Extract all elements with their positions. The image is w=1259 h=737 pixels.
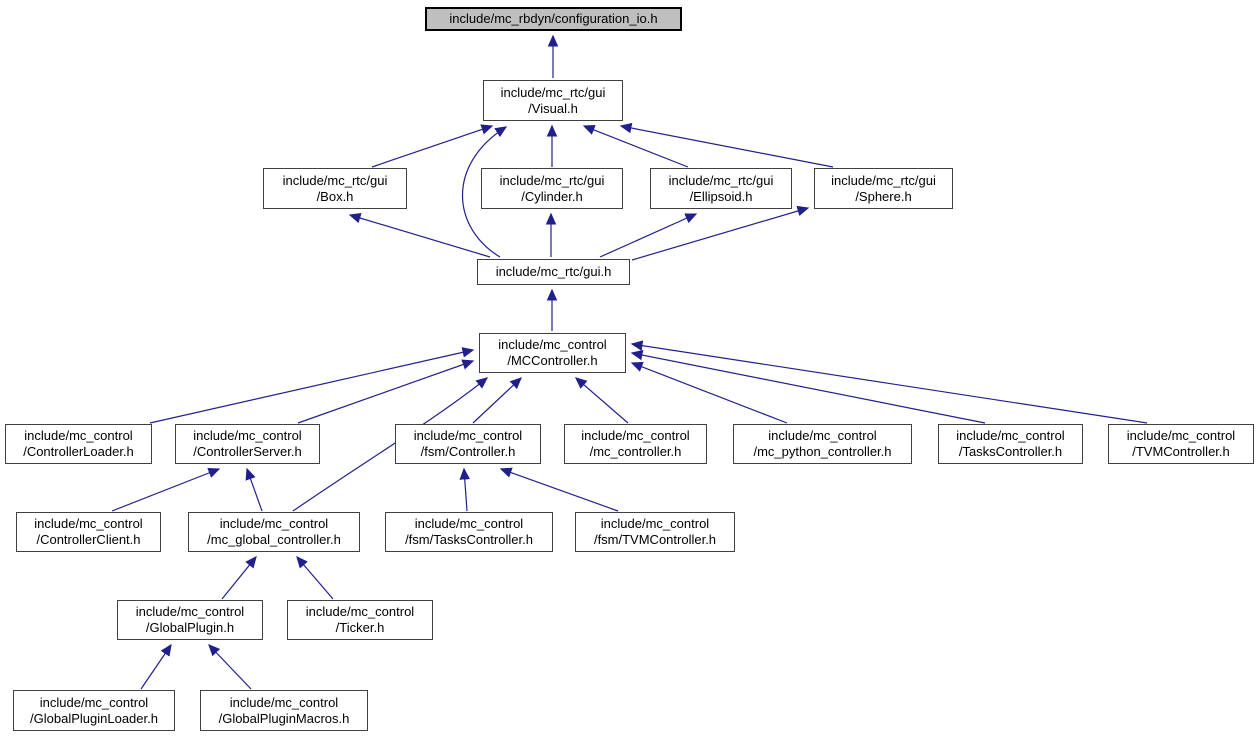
node-mccontroller[interactable]: include/mc_control /MCController.h bbox=[479, 333, 626, 373]
node-label-line1: include/mc_rtc/gui bbox=[282, 172, 388, 188]
edge-fsmtvmcontroller-fsmcontroller bbox=[499, 467, 619, 512]
node-tasks-controller[interactable]: include/mc_control /TasksController.h bbox=[938, 424, 1083, 464]
edge-ellipsoid-visual bbox=[582, 124, 689, 168]
node-label-line1: include/mc_control bbox=[39, 694, 149, 710]
node-label-line2: /GlobalPluginMacros.h bbox=[218, 710, 350, 726]
node-label-line1: include/mc_control bbox=[414, 516, 524, 531]
edge-fsmcontroller-mccontroller bbox=[472, 377, 522, 424]
node-label-line1: include/mc_rtc/gui bbox=[831, 172, 936, 188]
node-label-line2: /TasksController.h bbox=[958, 444, 1063, 459]
node-mc-python-controller[interactable]: include/mc_control /mc_python_controller… bbox=[733, 424, 912, 464]
node-controller-server[interactable]: include/mc_control /ControllerServer.h bbox=[175, 424, 320, 464]
node-label-line1: include/mc_control bbox=[498, 337, 607, 352]
node-label-line2: /GlobalPlugin.h bbox=[145, 620, 235, 635]
node-ellipsoid[interactable]: include/mc_rtc/gui /Ellipsoid.h bbox=[650, 168, 792, 209]
edge-globalplugin-mc_global_controller bbox=[221, 555, 257, 600]
node-gui[interactable]: include/mc_rtc/gui.h bbox=[477, 259, 630, 285]
edge-box-visual bbox=[371, 124, 494, 168]
node-label-line1: include/mc_control bbox=[135, 604, 245, 619]
node-label-line1: include/mc_rtc/gui bbox=[500, 84, 606, 100]
node-label-line2: /Box.h bbox=[316, 188, 354, 204]
node-mc-global-controller[interactable]: include/mc_control /mc_global_controller… bbox=[188, 512, 360, 552]
edge-sphere-visual bbox=[619, 122, 834, 168]
node-label-line1: include/mc_control bbox=[24, 428, 133, 443]
node-label-line1: include/mc_control bbox=[305, 604, 415, 619]
node-label-line2: /ControllerServer.h bbox=[193, 444, 302, 459]
edge-gui-ellipsoid bbox=[599, 213, 698, 258]
node-label-line1: include/mc_control bbox=[581, 428, 690, 443]
node-label-line1: include/mc_control bbox=[1126, 428, 1236, 443]
edge-tvmcontroller-mccontroller bbox=[630, 340, 1148, 424]
node-label-line1: include/mc_rtc/gui.h bbox=[495, 264, 612, 279]
node-label-line1: include/mc_control bbox=[413, 428, 523, 443]
node-label-line2: /fsm/TasksController.h bbox=[405, 532, 533, 547]
node-label-line2: /TVMController.h bbox=[1132, 444, 1230, 459]
node-global-plugin-macros[interactable]: include/mc_control /GlobalPluginMacros.h bbox=[200, 690, 368, 731]
node-label-line1: include/mc_control bbox=[34, 516, 143, 531]
node-label-line2: /Sphere.h bbox=[855, 188, 912, 204]
node-label-line2: /mc_python_controller.h bbox=[753, 444, 892, 459]
node-label-line1: include/mc_control bbox=[600, 516, 710, 531]
node-fsm-tasks-controller[interactable]: include/mc_control /fsm/TasksController.… bbox=[385, 512, 553, 552]
node-label-line2: /ControllerLoader.h bbox=[23, 444, 134, 459]
node-controller-loader[interactable]: include/mc_control /ControllerLoader.h bbox=[5, 424, 152, 464]
edge-gui-visual bbox=[461, 126, 508, 258]
node-configuration-io[interactable]: include/mc_rbdyn/configuration_io.h bbox=[425, 7, 682, 31]
node-label-line2: /mc_global_controller.h bbox=[207, 532, 341, 547]
node-label-line2: /GlobalPluginLoader.h bbox=[30, 710, 158, 726]
node-label-line2: /Ellipsoid.h bbox=[689, 188, 753, 204]
node-global-plugin[interactable]: include/mc_control /GlobalPlugin.h bbox=[117, 600, 263, 640]
node-label-line1: include/mc_rtc/gui bbox=[668, 172, 774, 188]
edge-controllerloader-mccontroller bbox=[149, 347, 475, 424]
node-fsm-controller[interactable]: include/mc_control /fsm/Controller.h bbox=[395, 424, 541, 464]
node-mc-controller[interactable]: include/mc_control /mc_controller.h bbox=[564, 424, 707, 464]
node-ticker[interactable]: include/mc_control /Ticker.h bbox=[287, 600, 433, 640]
edge-mc_python_controller-mccontroller bbox=[630, 361, 788, 424]
node-label-line2: /Cylinder.h bbox=[521, 188, 583, 204]
edge-taskscontroller-mccontroller bbox=[630, 349, 986, 424]
edge-controllerserver-mccontroller bbox=[297, 359, 475, 424]
node-cylinder[interactable]: include/mc_rtc/gui /Cylinder.h bbox=[481, 168, 623, 209]
node-label-line1: include/mc_control bbox=[219, 516, 329, 531]
node-label-line2: /Ticker.h bbox=[335, 620, 385, 635]
edge-gui-sphere bbox=[631, 205, 810, 261]
node-label-line2: /Visual.h bbox=[528, 100, 578, 116]
node-controller-client[interactable]: include/mc_control /ControllerClient.h bbox=[16, 512, 161, 552]
node-visual[interactable]: include/mc_rtc/gui /Visual.h bbox=[483, 80, 623, 121]
edge-controllerclient-controllerserver bbox=[111, 467, 221, 512]
edge-gui-box bbox=[348, 212, 491, 258]
node-label-line2: /ControllerClient.h bbox=[36, 532, 141, 547]
node-label-line1: include/mc_control bbox=[768, 428, 877, 443]
edge-ticker-mc_global_controller bbox=[296, 555, 334, 600]
edge-fsmtaskscontroller-fsmcontroller bbox=[459, 467, 471, 512]
node-label-line1: include/mc_control bbox=[193, 428, 302, 443]
node-sphere[interactable]: include/mc_rtc/gui /Sphere.h bbox=[814, 168, 953, 209]
edge-mc_global_controller-controllerserver bbox=[245, 467, 263, 512]
node-box[interactable]: include/mc_rtc/gui /Box.h bbox=[263, 168, 407, 209]
node-tvm-controller[interactable]: include/mc_control /TVMController.h bbox=[1108, 424, 1254, 464]
node-label-line2: /mc_controller.h bbox=[589, 444, 682, 459]
node-label-line2: /fsm/Controller.h bbox=[420, 444, 516, 459]
node-label-line2: /fsm/TVMController.h bbox=[593, 532, 717, 547]
node-label-line1: include/mc_rbdyn/configuration_io.h bbox=[449, 11, 658, 26]
edge-mc_controller-mccontroller bbox=[575, 377, 629, 424]
node-label-line1: include/mc_control bbox=[956, 428, 1065, 443]
node-label-line1: include/mc_control bbox=[229, 694, 339, 710]
edge-globalpluginloader-globalplugin bbox=[140, 643, 172, 690]
node-label-line2: /MCController.h bbox=[507, 353, 598, 368]
node-global-plugin-loader[interactable]: include/mc_control /GlobalPluginLoader.h bbox=[13, 690, 175, 731]
edge-globalpluginmacros-globalplugin bbox=[208, 644, 252, 690]
node-label-line1: include/mc_rtc/gui bbox=[499, 172, 605, 188]
node-fsm-tvm-controller[interactable]: include/mc_control /fsm/TVMController.h bbox=[575, 512, 735, 552]
